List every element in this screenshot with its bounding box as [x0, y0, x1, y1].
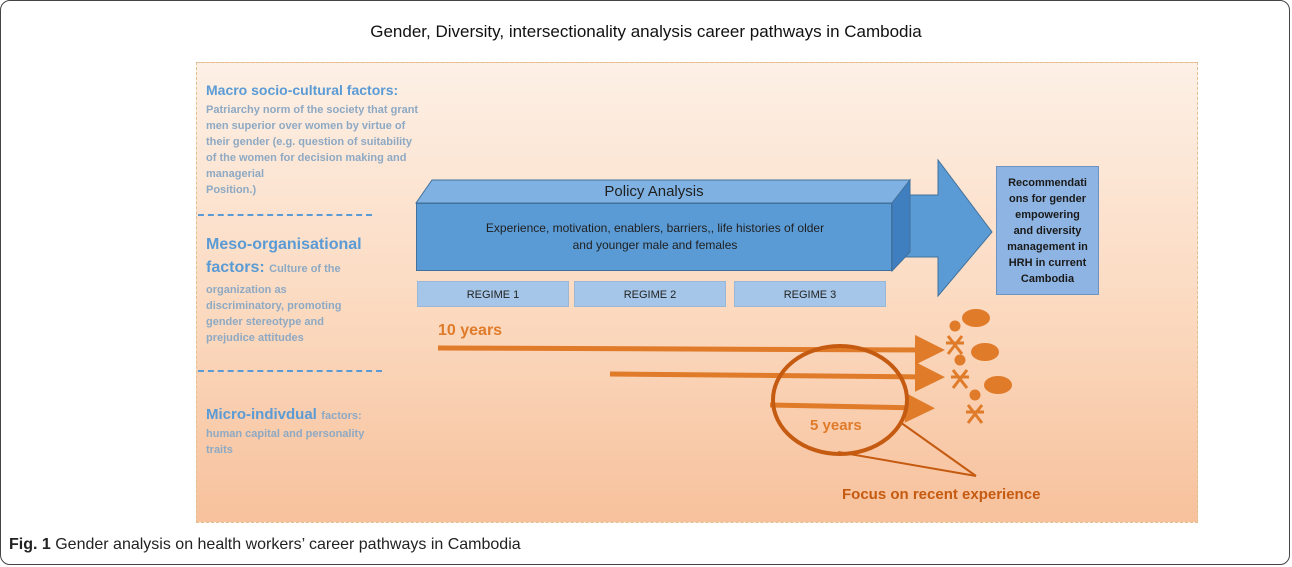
- recommendation-line: Recommendati: [1008, 176, 1087, 189]
- person-icon: [946, 320, 964, 355]
- recommendation-line: ons for gender: [1008, 192, 1086, 205]
- policy-box-side: [891, 178, 911, 273]
- meso-line: gender stereotype and: [206, 316, 324, 328]
- micro-factors-heading-row: Micro-indivdual factors:: [206, 406, 362, 424]
- regime-1: REGIME 1: [417, 281, 569, 307]
- micro-factors-body: human capital and personality traits: [206, 426, 406, 458]
- person-icon: [966, 389, 984, 424]
- recommendation-line: Cambodia: [1020, 272, 1075, 285]
- recommendation-line: HRH in current: [1008, 256, 1087, 269]
- macro-factors-body: Patriarchy norm of the society that gran…: [206, 102, 456, 198]
- ten-years-label: 10 years: [438, 322, 503, 339]
- speech-bubble-icon: [984, 376, 1012, 394]
- policy-text-line: Experience, motivation, enablers, barrie…: [485, 221, 825, 235]
- macro-line: of the women for decision making and: [206, 152, 407, 164]
- micro-heading-suffix: factors:: [321, 410, 362, 422]
- meso-factors-line2: factors: Culture of the: [206, 259, 341, 277]
- meso-line: prejudice attitudes: [206, 332, 304, 344]
- recommendation-line: and diversity: [1013, 224, 1082, 237]
- policy-analysis-text: Experience, motivation, enablers, barrie…: [430, 220, 880, 254]
- section-divider: [198, 214, 372, 216]
- recommendation-line: empowering: [1015, 208, 1080, 221]
- diagram-title: Gender, Diversity, intersectionality ana…: [370, 22, 922, 41]
- meso-factors-body: organization as discriminatory, promotin…: [206, 282, 406, 346]
- timeline-arrow-middle: [609, 361, 945, 392]
- macro-line: managerial: [206, 168, 265, 180]
- macro-line: Patriarchy norm of the society that gran…: [206, 104, 419, 116]
- five-years-label: 5 years: [810, 417, 862, 434]
- callout-line: [837, 451, 977, 477]
- policy-text-line: and younger male and females: [572, 238, 738, 252]
- timeline-arrow-5-years: [769, 392, 935, 423]
- speech-bubble-icon: [971, 343, 999, 361]
- focus-label: Focus on recent experience: [842, 486, 1041, 503]
- regime-2: REGIME 2: [574, 281, 726, 307]
- macro-line: their gender (e.g. question of suitabili…: [206, 136, 412, 148]
- policy-analysis-box: [416, 203, 892, 271]
- recommendations-box: Recommendati ons for gender empowering a…: [996, 166, 1099, 295]
- micro-line: traits: [206, 444, 233, 456]
- meso-line: organization as: [206, 284, 287, 296]
- meso-factors-heading: Meso-organisational: [206, 236, 362, 253]
- callout-line: [899, 421, 977, 477]
- meso-factors-heading-2: factors:: [206, 259, 265, 276]
- micro-factors-heading: Micro-indivdual: [206, 406, 317, 423]
- macro-factors-heading: Macro socio-cultural factors:: [206, 82, 399, 98]
- speech-bubble-icon: [962, 309, 990, 327]
- regime-3: REGIME 3: [734, 281, 886, 307]
- focus-ellipse: [771, 344, 909, 456]
- macro-line: men superior over women by virtue of: [206, 120, 406, 132]
- caption-text: Gender analysis on health workers’ caree…: [50, 536, 521, 553]
- figure-caption: Fig. 1 Gender analysis on health workers…: [9, 536, 521, 554]
- section-divider: [198, 370, 382, 372]
- micro-line: human capital and personality: [206, 428, 365, 440]
- caption-prefix: Fig. 1: [9, 536, 51, 553]
- macro-line: Position.): [206, 184, 257, 196]
- meso-inline-text: Culture of the: [269, 263, 341, 275]
- person-icon: [951, 354, 969, 389]
- timeline-arrow-10-years: [437, 334, 945, 365]
- recommendation-line: management in: [1007, 240, 1088, 253]
- meso-line: discriminatory, promoting: [206, 300, 342, 312]
- recommendations-text: Recommendati ons for gender empowering a…: [1007, 175, 1088, 287]
- policy-analysis-title: Policy Analysis: [604, 183, 704, 200]
